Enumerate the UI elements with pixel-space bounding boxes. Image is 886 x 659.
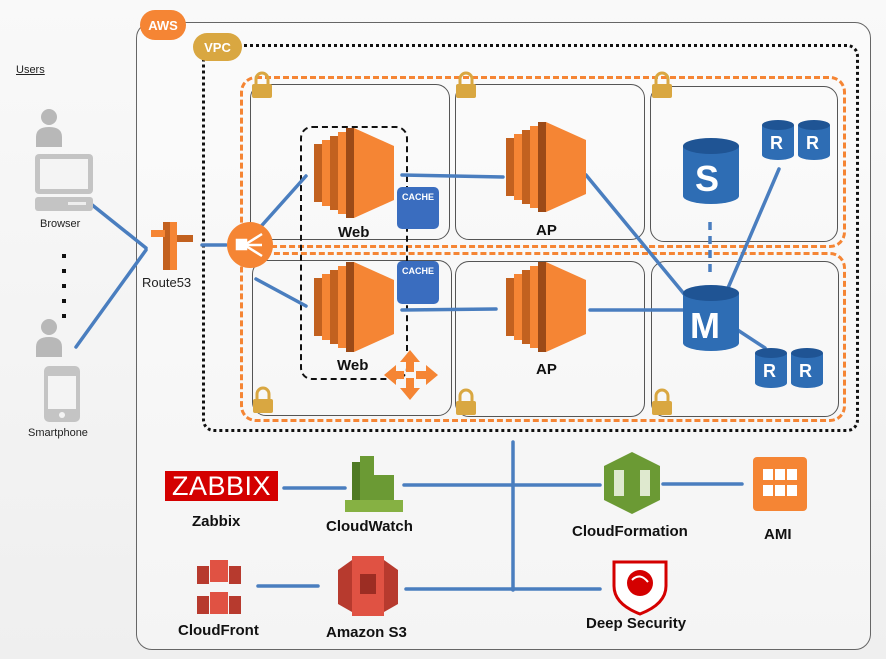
db-master-label: M [690,305,720,346]
link-browser-route53 [84,198,148,250]
subnet-db-2 [651,261,839,417]
route53-label: Route53 [142,275,192,290]
deep-security-icon [612,560,668,616]
user-icon [36,109,62,147]
zabbix-logo: ZABBIX [165,471,278,501]
db-replica-label: R [806,133,819,153]
link-smartphone-route53 [74,248,148,349]
subnet-ap-2 [455,261,645,417]
lock-icon [252,71,272,98]
web-label-1: Web [338,224,370,241]
smartphone-label: Smartphone [28,427,88,439]
cache-node-1: CACHE [397,187,439,229]
user-icon [36,319,62,357]
aws-badge-label: AWS [148,18,178,33]
availability-zone-2 [240,252,846,422]
subnet-db-1 [650,86,838,242]
cloudformation-icon [604,452,660,514]
ami-label: AMI [764,526,792,543]
db-replica-label: R [799,361,812,381]
cloudfront-label: CloudFront [178,622,259,639]
cache-node-2: CACHE [397,261,439,304]
vpc-badge-label: VPC [204,40,231,55]
db-replica-label: R [763,361,776,381]
subnet-web-2 [252,260,452,416]
lock-icon [456,388,476,415]
subnet-web-1 [250,84,450,240]
aws-badge: AWS [140,10,186,40]
link-replica1-master [726,167,781,290]
link-web1-ap1 [400,173,505,179]
ami-icon [753,457,807,511]
zabbix-logo-text: ZABBIX [171,471,272,501]
lock-icon [456,71,476,98]
autoscaling-group-frame [300,126,408,380]
vpc-frame [202,44,859,432]
ellipsis-dots [62,254,66,318]
vpc-badge: VPC [193,33,242,61]
browser-icon [35,154,93,211]
link-elb-web1 [254,174,308,234]
db-replica-label: R [770,133,783,153]
s3-label: Amazon S3 [326,624,407,641]
smartphone-icon [44,366,80,422]
db-standby-label: S [695,158,720,199]
lock-icon [652,388,672,415]
ap-label-2: AP [536,361,557,378]
cloudwatch-icon [345,456,403,512]
cloudformation-label: CloudFormation [572,523,688,540]
link-web2-ap2 [400,307,498,312]
availability-zone-1 [240,76,846,248]
cloudwatch-label: CloudWatch [326,518,413,535]
subnet-ap-1 [455,84,645,240]
lock-icon [253,386,273,413]
web-label-2: Web [337,357,369,374]
cache-label-1: CACHE [401,192,434,202]
s3-icon [338,556,398,616]
users-heading: Users [16,64,45,76]
lock-icon [652,71,672,98]
ap-label-1: AP [536,222,557,239]
cloudfront-icon [197,560,241,614]
link-elb-web2 [254,277,308,308]
zabbix-label: Zabbix [192,513,241,530]
browser-label: Browser [40,218,81,230]
cache-label-2: CACHE [401,266,434,276]
deepsecurity-label: Deep Security [586,615,687,632]
link-ap1-master [584,173,696,308]
